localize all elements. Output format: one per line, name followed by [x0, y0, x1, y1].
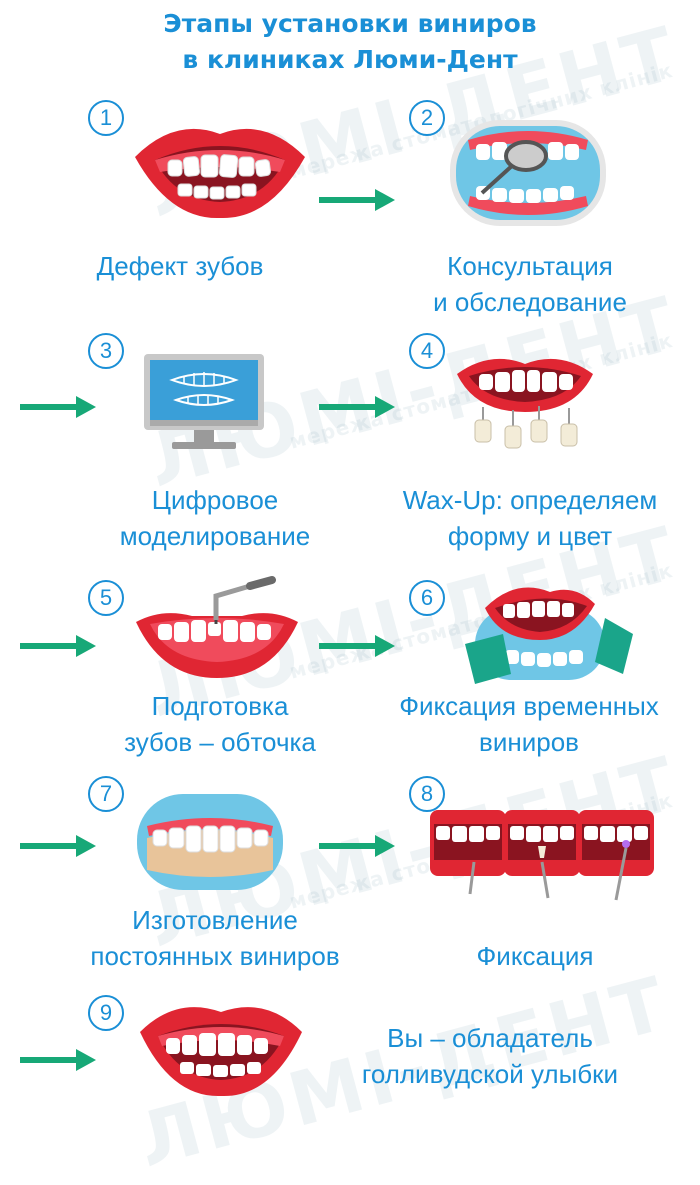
drill-icon: [136, 576, 298, 678]
step-label-line: Фиксация: [476, 941, 594, 971]
arrow-icon: [319, 189, 395, 211]
step-label-line: Фиксация временных: [399, 691, 659, 721]
page-title: Этапы установки виниров в клиниках Люми-…: [0, 6, 700, 78]
temporary-veneers-icon: [465, 587, 633, 684]
monitor-icon: [144, 354, 264, 449]
step-label-9: Вы – обладатель голливудской улыбки: [300, 1020, 680, 1092]
step-label-line: Дефект зубов: [96, 251, 264, 281]
step-label-2: Консультация и обследование: [360, 248, 700, 320]
dental-mirror-icon: [450, 120, 606, 226]
step-number-5: 5: [88, 580, 124, 616]
step-label-line: Консультация: [447, 251, 613, 281]
defect-teeth-icon: [135, 128, 305, 219]
step-label-line: форму и цвет: [447, 521, 613, 551]
veneer-samples-icon: [457, 358, 593, 449]
step-label-3: Цифровое моделирование: [30, 482, 400, 554]
step-label-8: Фиксация: [390, 938, 680, 974]
step-label-line: и обследование: [433, 287, 627, 317]
step-label-line: моделирование: [119, 521, 311, 551]
veneers-model-icon: [137, 794, 283, 890]
step-label-7: Изготовление постоянных виниров: [20, 902, 410, 974]
step-label-6: Фиксация временных виниров: [358, 688, 700, 760]
step-number-3: 3: [88, 333, 124, 369]
title-line-1: Этапы установки виниров: [163, 9, 537, 38]
step-number-4: 4: [409, 333, 445, 369]
step-label-line: Изготовление: [132, 905, 298, 935]
arrow-icon: [319, 835, 395, 857]
arrow-icon: [319, 396, 395, 418]
step-label-line: голливудской улыбки: [361, 1059, 619, 1089]
step-label-line: постоянных виниров: [90, 941, 340, 971]
step-label-line: Wax-Up: определяем: [402, 485, 658, 515]
step-number-1: 1: [88, 100, 124, 136]
step-label-line: Подготовка: [151, 691, 289, 721]
hollywood-smile-icon: [140, 1007, 302, 1097]
step-number-7: 7: [88, 776, 124, 812]
arrow-icon: [20, 1049, 96, 1071]
arrow-icon: [319, 635, 395, 657]
step-number-2: 2: [409, 100, 445, 136]
title-line-2: в клиниках Люми-Дент: [182, 45, 518, 74]
step-label-5: Подготовка зубов – обточка: [30, 688, 410, 760]
arrow-icon: [20, 835, 96, 857]
step-label-1: Дефект зубов: [30, 248, 330, 284]
fixation-icon: [430, 810, 654, 901]
step-label-line: Вы – обладатель: [387, 1023, 593, 1053]
step-label-line: виниров: [479, 727, 579, 757]
step-label-line: зубов – обточка: [124, 727, 316, 757]
step-number-8: 8: [409, 776, 445, 812]
step-label-line: Цифровое: [151, 485, 279, 515]
step-number-9: 9: [88, 995, 124, 1031]
step-label-4: Wax-Up: определяем форму и цвет: [360, 482, 700, 554]
step-number-6: 6: [409, 580, 445, 616]
arrow-icon: [20, 396, 96, 418]
arrow-icon: [20, 635, 96, 657]
